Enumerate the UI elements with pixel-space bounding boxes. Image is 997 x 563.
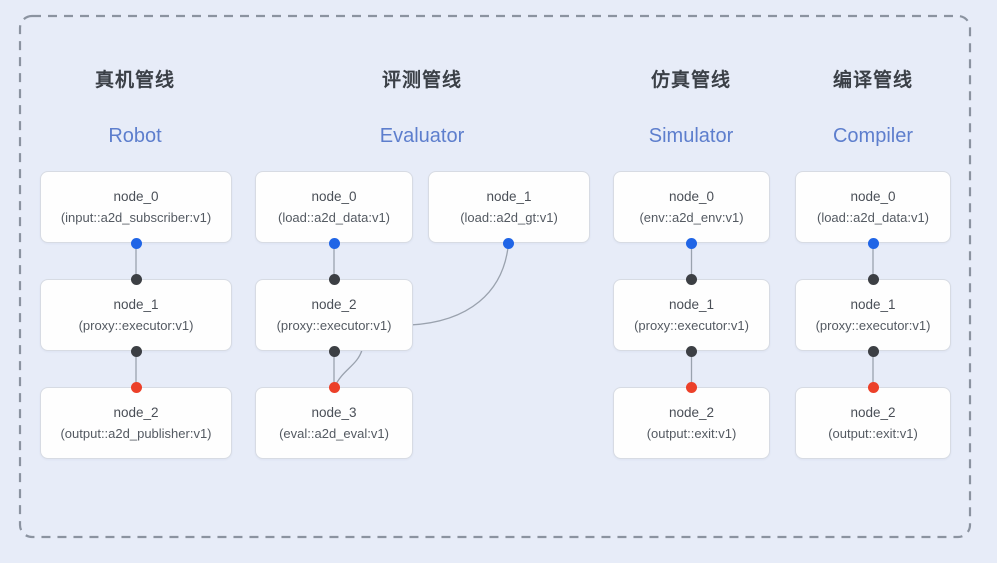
node-simulator-2[interactable]: node_2 (output::exit:v1) — [613, 387, 770, 459]
input-port-dot[interactable] — [686, 273, 697, 285]
output-port-dot[interactable] — [328, 237, 340, 249]
node-type: (proxy::executor:v1) — [276, 318, 392, 333]
node-name: node_2 — [113, 405, 159, 420]
node-type: (proxy::executor:v1) — [634, 318, 749, 333]
pipeline-subtitle-evaluator: Evaluator — [379, 125, 465, 147]
pipeline-subtitle-compiler: Compiler — [832, 125, 914, 147]
pipeline-title-evaluator: 评测管线 — [381, 70, 462, 91]
node-compiler-0[interactable]: node_0 (load::a2d_data:v1) — [795, 171, 951, 243]
input-port-dot[interactable] — [130, 273, 142, 285]
dashed-border — [18, 14, 972, 539]
node-evaluator-2[interactable]: node_2 (proxy::executor:v1) — [255, 279, 413, 351]
node-type: (output::exit:v1) — [828, 426, 918, 441]
pipeline-subtitle-simulator: Simulator — [648, 125, 734, 147]
input-port-dot[interactable] — [686, 381, 697, 393]
node-name: node_0 — [113, 189, 159, 204]
node-robot-2[interactable]: node_2 (output::a2d_publisher:v1) — [40, 387, 232, 459]
node-evaluator-0[interactable]: node_0 (load::a2d_data:v1) — [255, 171, 413, 243]
output-port-dot[interactable] — [867, 345, 879, 357]
output-port-dot[interactable] — [503, 237, 514, 249]
node-type: (proxy::executor:v1) — [78, 318, 194, 333]
node-name: node_1 — [113, 297, 159, 312]
input-port-dot[interactable] — [130, 381, 142, 393]
node-name: node_0 — [850, 189, 896, 204]
node-robot-1[interactable]: node_1 (proxy::executor:v1) — [40, 279, 232, 351]
output-port-dot[interactable] — [867, 237, 879, 249]
input-port-dot[interactable] — [328, 273, 340, 285]
pipeline-title-simulator: 仿真管线 — [650, 70, 731, 91]
input-port-dot[interactable] — [328, 381, 340, 393]
node-type: (env::a2d_env:v1) — [639, 210, 744, 225]
node-compiler-2[interactable]: node_2 (output::exit:v1) — [795, 387, 951, 459]
node-name: node_3 — [311, 405, 357, 420]
output-port-dot[interactable] — [686, 237, 697, 249]
input-port-dot[interactable] — [867, 381, 879, 393]
pipeline-title-robot: 真机管线 — [94, 70, 175, 91]
node-name: node_1 — [668, 297, 715, 312]
node-type: (load::a2d_gt:v1) — [460, 210, 558, 225]
output-port-dot[interactable] — [130, 237, 142, 249]
node-type: (output::exit:v1) — [646, 426, 737, 441]
node-type: (input::a2d_subscriber:v1) — [60, 210, 212, 225]
node-name: node_1 — [850, 297, 896, 312]
node-simulator-1[interactable]: node_1 (proxy::executor:v1) — [613, 279, 770, 351]
node-type: (load::a2d_data:v1) — [816, 210, 930, 225]
node-name: node_1 — [486, 189, 532, 204]
node-name: node_0 — [311, 189, 357, 204]
node-type: (eval::a2d_eval:v1) — [279, 426, 389, 441]
node-name: node_0 — [668, 189, 715, 204]
output-port-dot[interactable] — [130, 345, 142, 357]
node-name: node_2 — [668, 405, 715, 420]
node-name: node_2 — [850, 405, 896, 420]
output-port-dot[interactable] — [328, 345, 340, 357]
node-name: node_2 — [311, 297, 357, 312]
pipeline-subtitle-robot: Robot — [108, 125, 162, 147]
node-evaluator-3[interactable]: node_3 (eval::a2d_eval:v1) — [255, 387, 413, 459]
node-type: (output::a2d_publisher:v1) — [60, 426, 212, 441]
node-compiler-1[interactable]: node_1 (proxy::executor:v1) — [795, 279, 951, 351]
pipeline-title-compiler: 编译管线 — [832, 70, 913, 91]
node-robot-0[interactable]: node_0 (input::a2d_subscriber:v1) — [40, 171, 232, 243]
node-evaluator-1[interactable]: node_1 (load::a2d_gt:v1) — [428, 171, 590, 243]
node-type: (load::a2d_data:v1) — [277, 210, 391, 225]
output-port-dot[interactable] — [686, 345, 697, 357]
node-simulator-0[interactable]: node_0 (env::a2d_env:v1) — [613, 171, 770, 243]
node-type: (proxy::executor:v1) — [815, 318, 931, 333]
input-port-dot[interactable] — [867, 273, 879, 285]
